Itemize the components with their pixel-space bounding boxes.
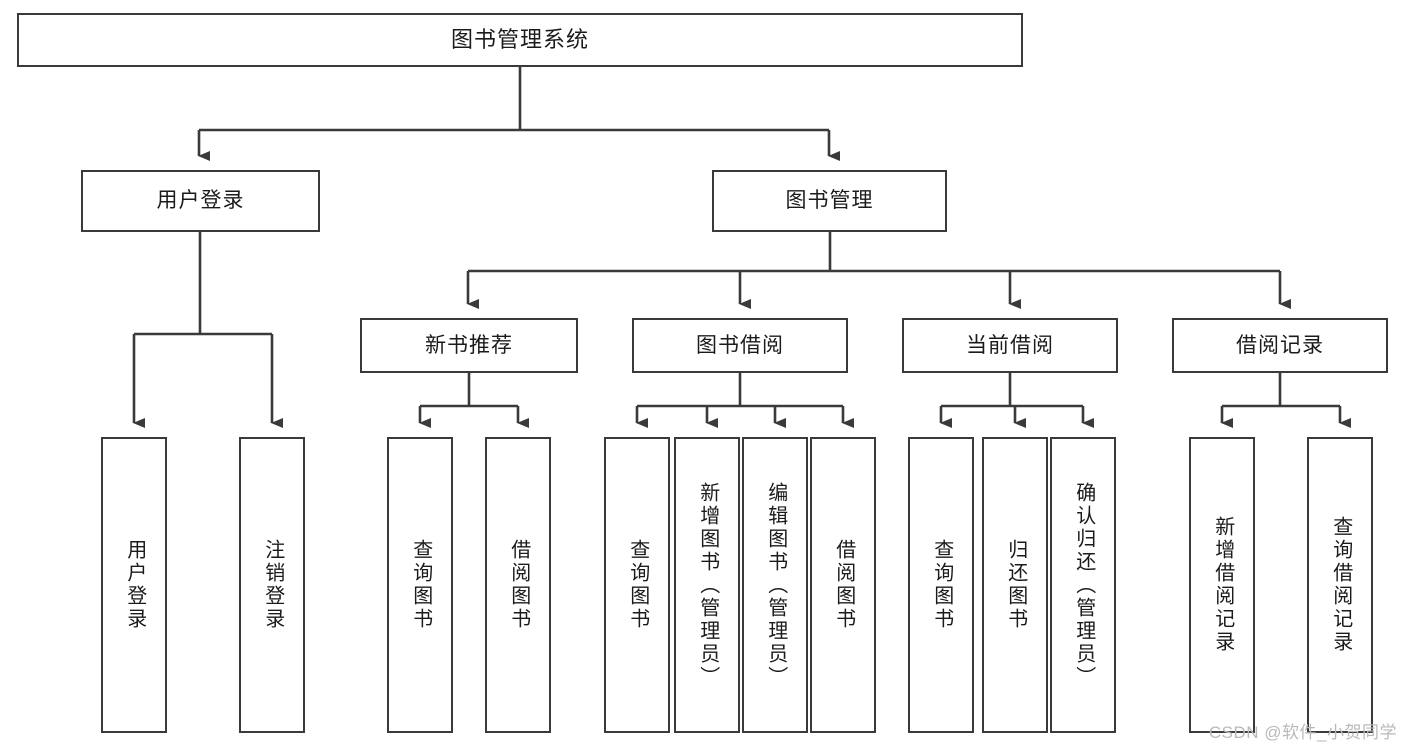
leaf-query-book-recommend-label: 查询图书 [409, 539, 432, 631]
node-book-management[interactable]: 图书管理 [712, 170, 947, 232]
leaf-query-borrow-record[interactable]: 查询借阅记录 [1307, 437, 1373, 733]
leaf-user-login-label: 用户登录 [123, 539, 146, 631]
leaf-borrow-book-label: 借阅图书 [832, 539, 855, 631]
node-root[interactable]: 图书管理系统 [17, 13, 1023, 67]
leaf-return-book[interactable]: 归还图书 [982, 437, 1048, 733]
leaf-query-book-current-label: 查询图书 [930, 539, 953, 631]
edge-group-root [197, 67, 840, 161]
leaf-add-book-admin[interactable]: 新增图书（管理员） [674, 437, 740, 733]
edge-group-new-book-recommend [418, 373, 529, 428]
node-current-borrow-label: 当前借阅 [966, 333, 1054, 357]
leaf-query-borrow-record-label: 查询借阅记录 [1329, 516, 1352, 654]
edge-group-borrow-record [1220, 373, 1351, 428]
edge-group-book-management [466, 232, 1291, 309]
leaf-logout-login-label: 注销登录 [261, 539, 284, 631]
node-book-management-label: 图书管理 [785, 189, 874, 213]
leaf-user-login[interactable]: 用户登录 [101, 437, 167, 733]
leaf-edit-book-admin-label: 编辑图书（管理员） [764, 481, 787, 689]
node-new-book-recommend[interactable]: 新书推荐 [360, 318, 578, 373]
node-borrow-record[interactable]: 借阅记录 [1172, 318, 1388, 373]
node-user-login-label: 用户登录 [156, 189, 245, 213]
leaf-edit-book-admin[interactable]: 编辑图书（管理员） [742, 437, 808, 733]
leaf-add-borrow-record[interactable]: 新增借阅记录 [1189, 437, 1255, 733]
edge-group-book-borrow [635, 373, 854, 428]
leaf-query-book-current[interactable]: 查询图书 [908, 437, 974, 733]
leaf-confirm-return-admin-label: 确认归还（管理员） [1072, 481, 1095, 689]
node-book-borrow-label: 图书借阅 [696, 333, 784, 357]
leaf-query-book-borrow[interactable]: 查询图书 [604, 437, 670, 733]
edge-group-current-borrow [939, 373, 1094, 428]
leaf-query-book-recommend[interactable]: 查询图书 [387, 437, 453, 733]
leaf-query-book-borrow-label: 查询图书 [626, 539, 649, 631]
leaf-logout-login[interactable]: 注销登录 [239, 437, 305, 733]
watermark-text: CSDN @软件_小贺同学 [1208, 723, 1397, 742]
node-user-login[interactable]: 用户登录 [81, 170, 320, 232]
node-new-book-recommend-label: 新书推荐 [425, 333, 513, 357]
node-current-borrow[interactable]: 当前借阅 [902, 318, 1118, 373]
leaf-borrow-book-recommend[interactable]: 借阅图书 [485, 437, 551, 733]
edge-group-user-login [132, 232, 283, 428]
leaf-confirm-return-admin[interactable]: 确认归还（管理员） [1050, 437, 1116, 733]
node-borrow-record-label: 借阅记录 [1236, 333, 1324, 357]
leaf-borrow-book-recommend-label: 借阅图书 [507, 539, 530, 631]
node-book-borrow[interactable]: 图书借阅 [632, 318, 848, 373]
node-root-label: 图书管理系统 [450, 26, 589, 52]
leaf-add-book-admin-label: 新增图书（管理员） [696, 481, 719, 689]
leaf-borrow-book[interactable]: 借阅图书 [810, 437, 876, 733]
leaf-add-borrow-record-label: 新增借阅记录 [1211, 516, 1234, 654]
leaf-return-book-label: 归还图书 [1004, 539, 1027, 631]
